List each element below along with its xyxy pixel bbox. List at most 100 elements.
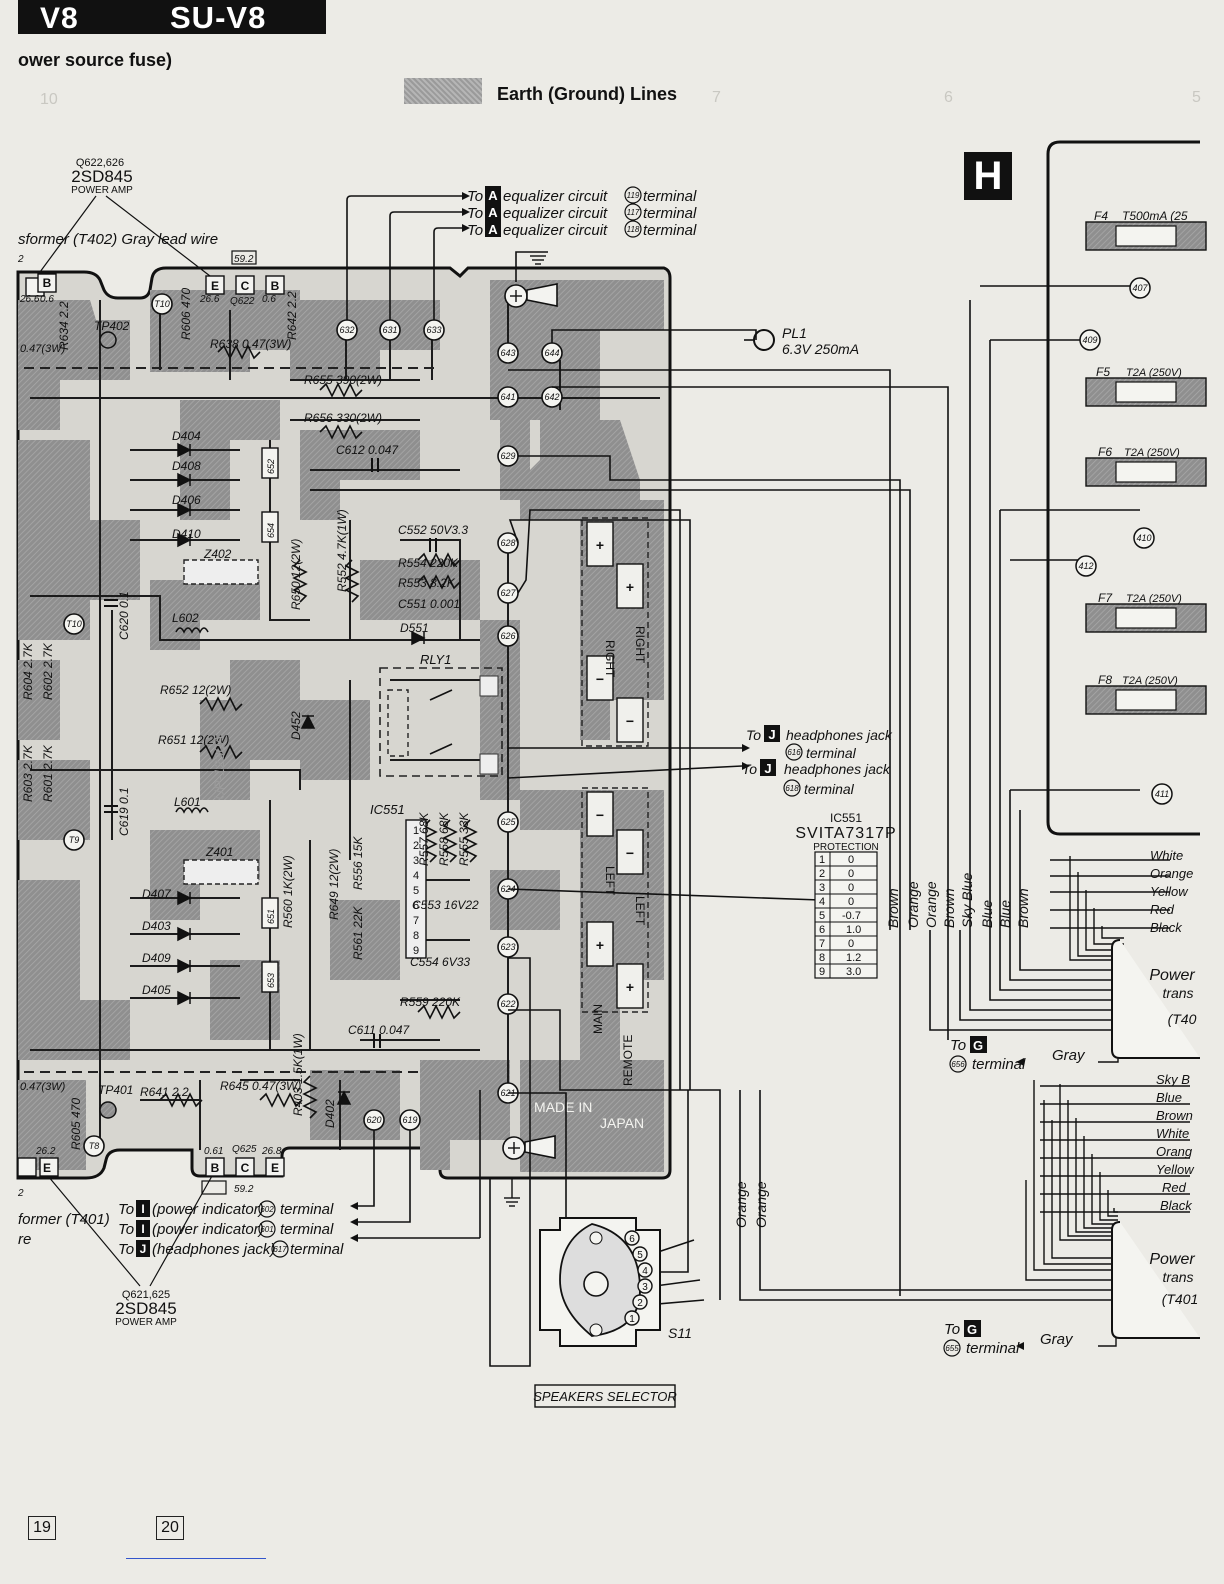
wire-color: Red [1162, 1180, 1187, 1195]
part-label: R651 12(2W) [158, 733, 229, 747]
svg-text:−: − [626, 713, 634, 729]
header-band: V8 SU-V8 [18, 0, 326, 35]
ecb-label: B [211, 1161, 220, 1175]
transistor-label-top: Q622,626 2SD845 POWER AMP [39, 157, 211, 277]
connection-box: G [973, 1038, 983, 1053]
pad-number: 642 [544, 392, 559, 402]
connection-end: terminal [643, 222, 697, 239]
page-number-19: 19 [28, 1516, 56, 1540]
transformer-label: Power [1149, 1251, 1195, 1268]
connection-box: A [488, 205, 498, 220]
ic-table-volt: 3.0 [846, 966, 861, 978]
part-label: R605 470 [69, 1098, 83, 1150]
ic-table-pin: 1 [819, 854, 825, 866]
connection-desc: (headphones jack) [152, 1241, 275, 1258]
ecb-label: B [43, 276, 52, 290]
box-label: MAIN [591, 1004, 605, 1034]
diodes [177, 442, 426, 1105]
svg-text:−: − [626, 845, 634, 861]
resistors [159, 344, 478, 1119]
transistor-role: POWER AMP [71, 185, 133, 196]
transistor-label-bottom: Q621,625 2SD845 POWER AMP [47, 1175, 213, 1328]
wire-color: Black [1150, 920, 1183, 935]
pad-number: 620 [366, 1115, 381, 1125]
transformer-lead-top: sformer (T402) Gray lead wire [18, 231, 218, 248]
part-label: D404 [172, 429, 201, 443]
connection-labels-g: To G 656 terminal Gray To G 655 terminal… [943, 1036, 1086, 1357]
part-label: R556 15K [351, 836, 365, 890]
connection-box: G [967, 1322, 977, 1337]
vertical-wire-colors: Brown Orange Orange Brown Sky Blue Blue … [733, 873, 1031, 1228]
wire-color: Yellow [1156, 1162, 1195, 1177]
wire-color: Red [1150, 902, 1175, 917]
pad-number: T10 [154, 299, 170, 309]
part-label: Q622 [230, 296, 255, 307]
connection-label: To I (power indicator) 602 terminal [118, 1200, 334, 1218]
part-label: TP401 [98, 1083, 133, 1097]
ic-table-volt: 0 [848, 868, 854, 880]
wire-color: Blue [997, 900, 1013, 928]
grid-numbers: 10 7 6 5 [40, 89, 1201, 108]
svg-text:−: − [596, 671, 604, 687]
box-label: LEFT [633, 896, 647, 926]
ic-pin: 9 [413, 945, 419, 957]
ic-table-volt: -0.7 [842, 910, 861, 922]
transformer-lead-bottom: former (T401) [18, 1211, 110, 1228]
part-label: L602 [172, 611, 199, 625]
part-label: R559 220K [400, 995, 461, 1009]
ic-table-pin: 9 [819, 966, 825, 978]
ecb-label: E [43, 1161, 51, 1175]
ground-legend-label: Earth (Ground) Lines [497, 84, 677, 104]
part-label: C611 0.047 [348, 1023, 410, 1037]
part-label: C612 0.047 [336, 443, 399, 457]
wire-color: Black [1160, 1198, 1193, 1213]
part-label: R655 390(2W) [304, 373, 382, 387]
part-label: D410 [172, 527, 201, 541]
transistor-role: POWER AMP [115, 1317, 177, 1328]
small-value: 26.6 [19, 294, 40, 305]
ic-table-pin: 4 [819, 896, 825, 908]
connection-label: To A equalizer circuit 119 terminal [467, 186, 697, 205]
part-labels: R655 390(2W) R656 330(2W) C612 0.047 D40… [94, 296, 479, 1155]
connection-num: 656 [951, 1060, 965, 1069]
connection-num: 117 [627, 208, 640, 217]
part-label: R554 220K [398, 556, 459, 570]
box-label: RIGHT [633, 626, 647, 664]
pad-number: 629 [500, 451, 515, 461]
connection-desc: equalizer circuit [503, 188, 608, 205]
part-label: R558 68K [437, 812, 451, 866]
fuse-rating: T500mA (25 [1122, 209, 1188, 223]
board-id: UP-1230A [211, 735, 227, 800]
connection-wire: Gray [1040, 1331, 1074, 1348]
part-label: C551 0.001 [398, 597, 460, 611]
ic-table-pin: 6 [819, 924, 825, 936]
wire-color: Orange [923, 881, 939, 928]
ecb-label: E [211, 279, 219, 293]
pad-number: 412 [1078, 561, 1093, 571]
connection-label: To A equalizer circuit 117 terminal [467, 203, 697, 222]
part-label: R603 2.7K [21, 744, 35, 802]
header-left-fragment: V8 [40, 2, 79, 35]
ic-pin: 4 [413, 870, 419, 882]
connection-num: 601 [260, 1225, 273, 1234]
pcb-board: ++ −− −− ++ E C B [16, 266, 672, 1180]
connection-label: To A equalizer circuit 118 terminal [467, 220, 697, 239]
connection-num: 119 [627, 191, 640, 200]
part-label: C554 6V33 [410, 955, 470, 969]
small-value: 59.2 [234, 1184, 254, 1195]
connection-end: terminal [804, 781, 855, 797]
part-label: D405 [142, 983, 171, 997]
part-label: C552 50V3.3 [398, 523, 468, 537]
ic-table-volt: 1.0 [846, 924, 861, 936]
small-value: 59.2 [234, 254, 254, 265]
part-label: R642 2.2 [285, 291, 299, 340]
ecb-label: C [241, 1161, 250, 1175]
part-label: R552 4.7K(1W) [335, 509, 349, 592]
part-label: R601 2.7K [41, 744, 55, 802]
fuse-rating: T2A (250V) [1126, 367, 1182, 379]
pilot-lamp-rating: 6.3V 250mA [782, 341, 859, 357]
switch-pin: 5 [637, 1250, 643, 1261]
connection-box: A [488, 222, 498, 237]
transformer-label: (T40 [1168, 1011, 1197, 1027]
